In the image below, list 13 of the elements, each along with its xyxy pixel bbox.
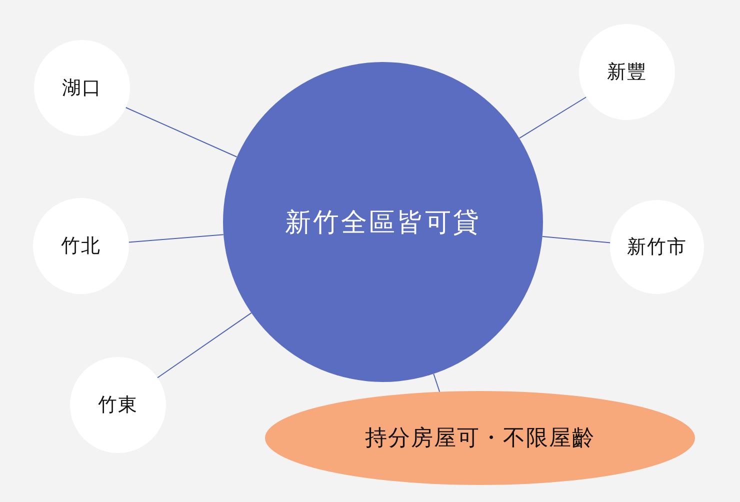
connector-line — [542, 236, 611, 244]
connector-line — [518, 96, 587, 139]
hub-circle: 新竹全區皆可貸 — [223, 62, 543, 382]
connector-line — [125, 107, 238, 158]
location-circle: 竹北 — [33, 198, 129, 294]
connector-line — [433, 373, 440, 392]
connector-line — [128, 234, 224, 243]
note-ellipse: 持分房屋可・不限屋齡 — [265, 391, 695, 485]
location-circle: 新竹市 — [610, 200, 704, 294]
location-circle: 湖口 — [34, 40, 130, 136]
location-circle: 新豐 — [579, 24, 675, 120]
location-circle: 竹東 — [70, 357, 166, 453]
connector-line — [156, 312, 252, 378]
